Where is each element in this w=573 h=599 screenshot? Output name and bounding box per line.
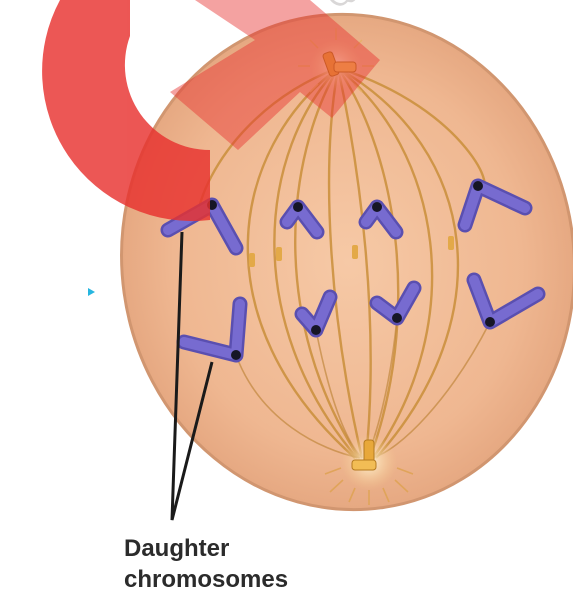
arrow-marker-icon <box>88 288 95 296</box>
daughter-chromosomes-label: Daughter chromosomes <box>124 533 384 595</box>
label-line-1: Daughter <box>124 533 384 564</box>
label-line-2: chromosomes <box>124 564 384 595</box>
